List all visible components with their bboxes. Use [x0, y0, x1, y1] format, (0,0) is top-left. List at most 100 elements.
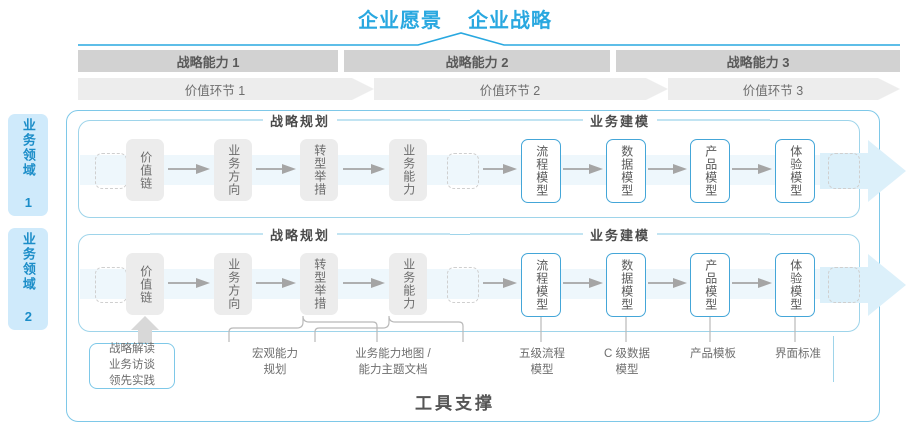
- domain-tab-2-label: 业务领域 2: [20, 232, 36, 326]
- brace-process-model-icon: [540, 316, 542, 342]
- footer-support-label: 工具支撑: [415, 393, 495, 413]
- tool-label-capability-map-line-1: 业务能力地图 /: [355, 348, 431, 360]
- brace-data-model-icon: [625, 316, 627, 342]
- value-bar-2-shape: [374, 78, 668, 100]
- brace-product-template-icon: [709, 316, 711, 342]
- node-r2-experience-model-label: 体验模型: [788, 259, 803, 311]
- tool-label-macro-capability-line-1: 宏观能力: [252, 348, 298, 360]
- tool-label-macro-capability: 宏观能力 规划: [225, 347, 325, 378]
- arrow-r2-2-icon: [256, 278, 296, 288]
- capability-bar-1: 战略能力 1: [78, 50, 338, 72]
- node-r2-process-model-label: 流程模型: [534, 259, 549, 311]
- tool-box-strategy-line-3: 领先实践: [109, 374, 155, 387]
- node-r1-product-model-label: 产品模型: [703, 145, 718, 197]
- arrow-r2-4-icon: [483, 278, 517, 288]
- section-head-modeling-2: 业务建模: [470, 224, 770, 244]
- tool-box-strategy-label: 战略解读 业务访谈 领先实践: [109, 342, 155, 390]
- arrow-r1-4-icon: [483, 164, 517, 174]
- node-r2-product-model[interactable]: 产品模型: [690, 253, 730, 317]
- placeholder-node-1b: [447, 153, 479, 189]
- domain-tab-1[interactable]: 业务领域 1: [8, 114, 48, 216]
- tool-label-ui-standard: 界面标准: [752, 347, 844, 363]
- node-r1-experience-model-label: 体验模型: [788, 145, 803, 197]
- node-r2-experience-model[interactable]: 体验模型: [775, 253, 815, 317]
- brace-macro-capability-icon: [228, 316, 378, 342]
- node-r1-data-model-label: 数据模型: [619, 145, 634, 197]
- node-r1-value-chain[interactable]: 价值链: [126, 139, 164, 201]
- node-r1-process-model-label: 流程模型: [534, 145, 549, 197]
- arrow-r2-6-icon: [648, 278, 687, 288]
- capability-bar-1-label: 战略能力 1: [176, 54, 240, 70]
- footer-divider: [833, 336, 835, 382]
- tool-label-process-model-line-1: 五级流程: [519, 348, 565, 360]
- node-r2-business-capability-label: 业务能力: [401, 258, 416, 310]
- placeholder-node-1a: [95, 153, 127, 189]
- placeholder-node-2b: [447, 267, 479, 303]
- value-bar-2-label: 价值环节 2: [479, 83, 541, 98]
- placeholder-node-2c: [828, 267, 860, 303]
- node-r1-business-direction-label: 业务方向: [226, 144, 241, 196]
- tool-box-strategy-line-2: 业务访谈: [109, 359, 155, 372]
- capability-bar-3: 战略能力 3: [616, 50, 900, 72]
- node-r1-data-model[interactable]: 数据模型: [606, 139, 646, 203]
- arrow-r2-1-icon: [168, 278, 210, 288]
- node-r2-value-chain[interactable]: 价值链: [126, 253, 164, 315]
- node-r1-experience-model[interactable]: 体验模型: [775, 139, 815, 203]
- tool-label-process-model: 五级流程 模型: [495, 347, 589, 378]
- tool-label-data-model-line-2: 模型: [615, 363, 639, 376]
- node-r2-transform-measures-label: 转型举措: [312, 258, 327, 310]
- tool-label-process-model-line-2: 模型: [530, 363, 554, 376]
- footer-support: 工具支撑: [0, 388, 910, 414]
- capability-bar-2-label: 战略能力 2: [445, 54, 509, 70]
- tool-label-product-template: 产品模板: [667, 347, 759, 363]
- tool-label-data-model-line-1: C 级数据: [604, 348, 650, 360]
- node-r2-process-model[interactable]: 流程模型: [521, 253, 561, 317]
- section-head-planning-1-label: 战略规划: [262, 110, 337, 130]
- section-head-modeling-1: 业务建模: [470, 110, 770, 130]
- node-r2-business-direction-label: 业务方向: [226, 258, 241, 310]
- value-bar-3: 价值环节 3: [668, 78, 900, 100]
- tool-label-capability-map-line-2: 能力主题文档: [358, 363, 428, 376]
- flow-arrow-2-icon: [820, 254, 906, 316]
- node-r1-transform-measures[interactable]: 转型举措: [300, 139, 338, 201]
- domain-tab-2[interactable]: 业务领域 2: [8, 228, 48, 330]
- section-head-planning-2: 战略规划: [150, 224, 450, 244]
- tool-label-data-model: C 级数据 模型: [581, 347, 673, 378]
- placeholder-node-1c: [828, 153, 860, 189]
- arrow-r1-3-icon: [343, 164, 385, 174]
- node-r1-business-direction[interactable]: 业务方向: [214, 139, 252, 201]
- node-r2-value-chain-label: 价值链: [138, 264, 153, 304]
- brace-capability-map-icon: [314, 316, 464, 342]
- value-bar-3-label: 价值环节 3: [742, 83, 804, 98]
- node-r1-process-model[interactable]: 流程模型: [521, 139, 561, 203]
- node-r1-business-capability-label: 业务能力: [401, 144, 416, 196]
- chevron-connector-icon: [78, 32, 900, 46]
- node-r2-business-capability[interactable]: 业务能力: [389, 253, 427, 315]
- node-r2-business-direction[interactable]: 业务方向: [214, 253, 252, 315]
- tool-label-ui-standard-line-1: 界面标准: [775, 348, 821, 360]
- tool-box-strategy[interactable]: 战略解读 业务访谈 领先实践: [89, 343, 175, 389]
- arrow-r2-7-icon: [732, 278, 772, 288]
- section-head-modeling-1-label: 业务建模: [582, 110, 657, 130]
- tool-uplink-arrow-icon: [131, 316, 159, 346]
- value-bar-1-shape: [78, 78, 374, 100]
- diagram-title: 企业愿景 企业战略: [0, 4, 910, 32]
- title-vision: 企业愿景: [358, 9, 442, 32]
- arrow-r1-1-icon: [168, 164, 210, 174]
- arrow-r1-6-icon: [648, 164, 687, 174]
- tool-label-product-template-line-1: 产品模板: [690, 348, 736, 360]
- arrow-r1-7-icon: [732, 164, 772, 174]
- value-bar-2: 价值环节 2: [374, 78, 668, 100]
- node-r2-transform-measures[interactable]: 转型举措: [300, 253, 338, 315]
- node-r1-business-capability[interactable]: 业务能力: [389, 139, 427, 201]
- title-strategy: 企业战略: [468, 9, 552, 32]
- arrow-r2-5-icon: [563, 278, 603, 288]
- brace-ui-standard-icon: [794, 316, 796, 342]
- node-r1-transform-measures-label: 转型举措: [312, 144, 327, 196]
- node-r1-product-model[interactable]: 产品模型: [690, 139, 730, 203]
- node-r2-data-model[interactable]: 数据模型: [606, 253, 646, 317]
- value-bar-3-shape: [668, 78, 900, 100]
- arrow-r1-5-icon: [563, 164, 603, 174]
- arrow-r2-3-icon: [343, 278, 385, 288]
